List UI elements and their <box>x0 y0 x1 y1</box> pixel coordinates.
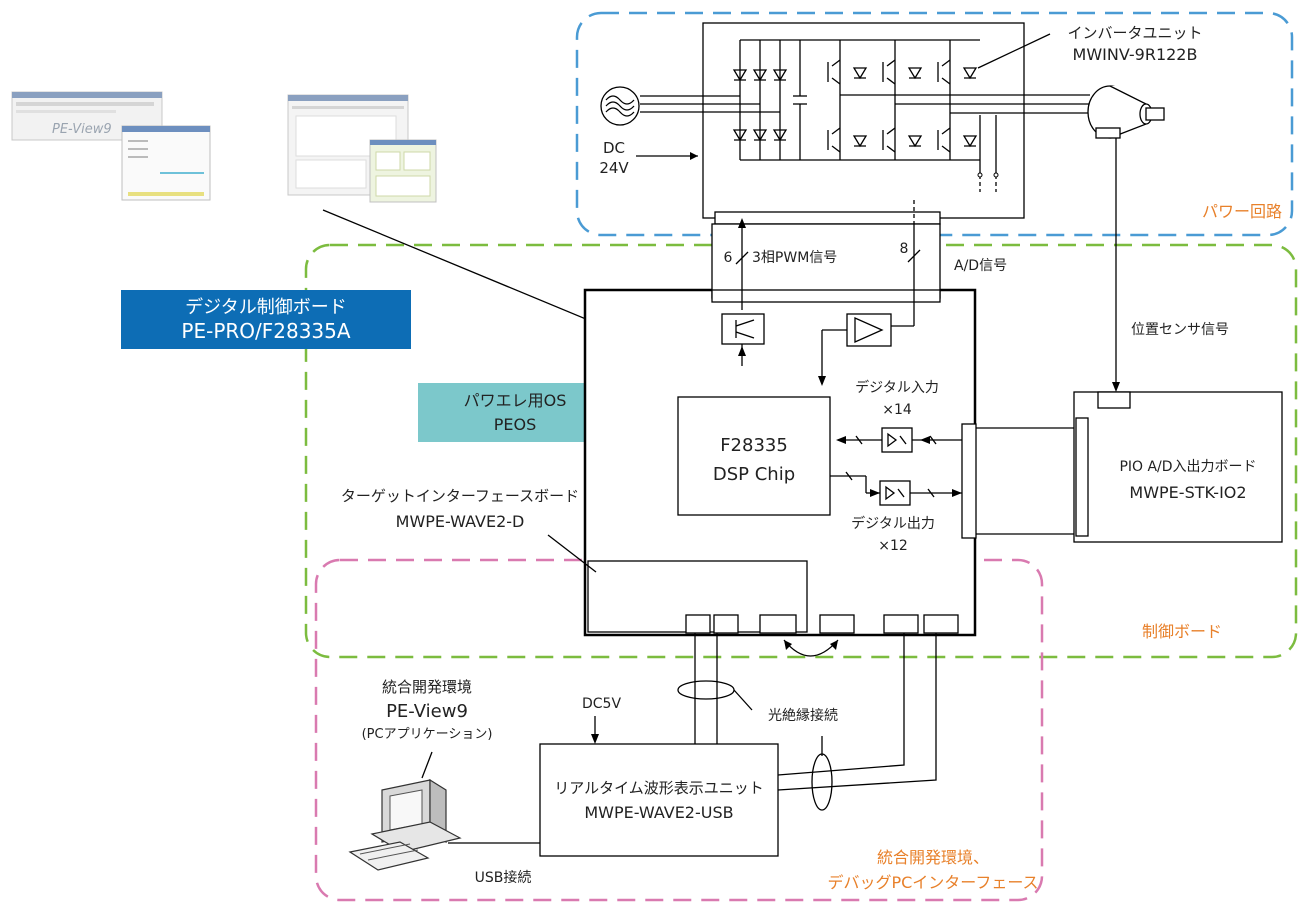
inverter-unit <box>640 22 1090 225</box>
dc-24v-line2: 24V <box>599 159 629 177</box>
digital-output-line2: ×12 <box>878 538 908 554</box>
digital-input-line2: ×14 <box>882 402 912 418</box>
digital-input-optocoupler <box>881 427 913 453</box>
usb-connection-label: USB接続 <box>475 869 532 886</box>
os-badge-line2: PEOS <box>494 415 537 434</box>
wave-unit-line1: リアルタイム波形表示ユニット <box>554 779 764 797</box>
pio-line1: PIO A/D入出力ボード <box>1119 459 1256 475</box>
debug-label-line1: 統合開発環境、 <box>877 848 989 867</box>
digital-input-line1: デジタル入力 <box>855 379 939 396</box>
dsp-chip-block: F28335 DSP Chip <box>677 396 831 516</box>
dsp-line1: F28335 <box>720 435 788 456</box>
debug-label-line2: デバッグPCインターフェース <box>827 873 1038 892</box>
peos-badge: パワエレ用OS PEOS <box>418 383 612 442</box>
inverter-label-line1: インバータユニット <box>1067 24 1202 42</box>
pc-computer-icon <box>348 778 462 871</box>
ad-signal-label: A/D信号 <box>954 258 1007 274</box>
optical-isolation-coil-1 <box>677 680 735 700</box>
pwm-count: 6 <box>724 250 733 266</box>
target-if-line1: ターゲットインターフェースボード <box>341 487 579 505</box>
board-side-connector <box>961 423 977 539</box>
gate-driver-block <box>721 313 765 345</box>
ide-line2: PE-View9 <box>386 701 468 722</box>
pe-view-screenshot-1: PE-View9 <box>11 91 211 201</box>
digital-control-board-badge: デジタル制御ボード PE-PRO/F28335A <box>121 290 411 349</box>
board-ports <box>685 614 959 634</box>
control-board-region <box>304 243 1298 659</box>
wave-unit-line2: MWPE-WAVE2-USB <box>584 803 733 822</box>
dsp-line2: DSP Chip <box>713 464 795 485</box>
pe-view-screenshot-2 <box>287 94 437 203</box>
ide-line1: 統合開発環境 <box>382 678 472 696</box>
digital-output-line1: デジタル出力 <box>851 515 935 532</box>
digital-output-optocoupler <box>879 480 911 506</box>
ad-count: 8 <box>900 241 909 257</box>
ide-line3: (PCアプリケーション) <box>362 727 493 742</box>
pe-view-screenshot-title: PE-View9 <box>52 122 112 137</box>
pio-board: PIO A/D入出力ボード MWPE-STK-IO2 <box>1073 391 1283 543</box>
target-if-line2: MWPE-WAVE2-D <box>396 512 525 531</box>
dc-24v-line1: DC <box>603 139 625 157</box>
realtime-wave-unit: リアルタイム波形表示ユニット MWPE-WAVE2-USB <box>539 743 779 857</box>
inverter-label-line2: MWINV-9R122B <box>1073 45 1198 64</box>
dc5v-label: DC5V <box>582 696 621 712</box>
pwm-signal-label: 3相PWM信号 <box>752 250 837 266</box>
ac-source-icon <box>600 86 640 126</box>
pio-line2: MWPE-STK-IO2 <box>1129 483 1246 502</box>
optical-isolation-coil-2 <box>811 753 833 811</box>
board-badge-line1: デジタル制御ボード <box>185 297 347 318</box>
motor-icon <box>1087 85 1165 139</box>
optical-connection-label: 光絶縁接続 <box>768 707 838 724</box>
os-badge-line1: パワエレ用OS <box>464 391 567 410</box>
ad-amplifier-block <box>846 313 892 347</box>
power-circuit-label: パワー回路 <box>1202 202 1282 221</box>
control-board-label: 制御ボード <box>1142 622 1222 641</box>
board-badge-line2: PE-PRO/F28335A <box>181 319 350 343</box>
position-sensor-label: 位置センサ信号 <box>1131 322 1229 338</box>
